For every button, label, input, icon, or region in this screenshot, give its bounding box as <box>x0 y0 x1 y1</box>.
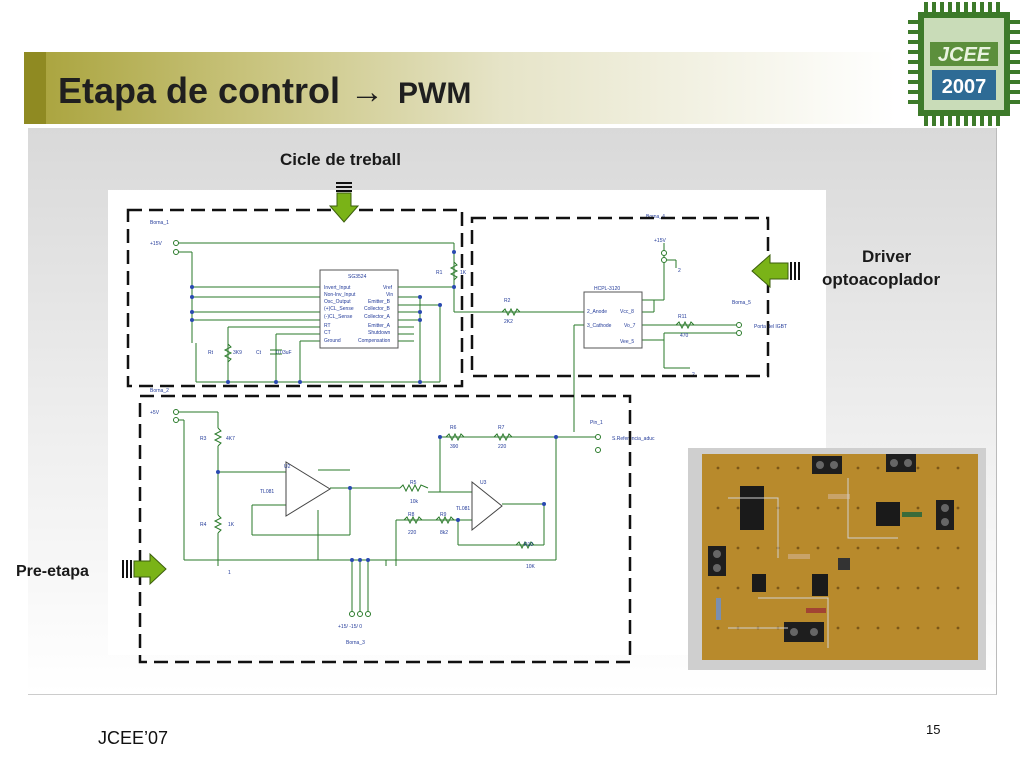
rt-value: 3K9 <box>233 350 242 356</box>
supply-5v-label: +5V <box>150 410 160 416</box>
hcpl-pin-right-0: Vcc_8 <box>620 309 634 315</box>
arrow-right-icon <box>122 552 167 586</box>
sg3524-pin-right-2: Emitter_B <box>368 299 391 305</box>
hcpl-pin-right-2: Vee_5 <box>620 339 634 345</box>
r5-label: R5 <box>410 480 417 486</box>
sg3524-pin-right-4: Collector_A <box>364 314 391 320</box>
pcb-photo <box>688 448 986 670</box>
hcpl-pin-left-0: 2_Anode <box>587 309 607 315</box>
sg3524-pin-right-0: Vref <box>383 285 393 291</box>
r11-value: 470 <box>680 333 689 339</box>
hcpl3120-ic <box>583 291 643 349</box>
hcpl-pin-right-1: Vo_7 <box>624 323 636 329</box>
sg3524-pin-right-6: Shutdown <box>368 330 390 336</box>
sg3524-pin-left-3: (+)CL_Sense <box>324 306 354 312</box>
r2-value: 2K2 <box>504 319 513 325</box>
driver-label-line1: Driver <box>862 247 912 266</box>
sg3524-pin-left-4: (-)CL_Sense <box>324 314 353 320</box>
title-text: Etapa de control <box>58 70 341 111</box>
borna5-label: Borna_5 <box>732 300 751 306</box>
cycle-label: Cicle de treball <box>280 150 401 169</box>
r3-label: R3 <box>200 436 207 442</box>
ct-label: Ct <box>256 350 262 356</box>
r7-label: R7 <box>498 425 505 431</box>
u2-part: TL081 <box>260 489 274 495</box>
r7-value: 220 <box>498 444 507 450</box>
sg3524-pin-left-2: Osc_Output <box>324 299 351 305</box>
borna2-label: Borna_2 <box>150 388 169 394</box>
r8-value: 220 <box>408 530 417 536</box>
dashed-box-sg3524 <box>126 208 464 388</box>
r2-label: R2 <box>504 298 511 304</box>
sg3524-pin-left-6: CT <box>324 330 331 336</box>
title-bar <box>24 52 896 124</box>
ground-2-label: 2 <box>678 268 681 274</box>
r6-value: 390 <box>450 444 459 450</box>
sg3524-pin-left-1: Non-Inv_Input <box>324 292 356 298</box>
r9-label: R9 <box>440 512 447 518</box>
pre-stage-label: Pre-etapa <box>16 563 89 580</box>
driver-label-line2: optoacoplador <box>822 270 941 289</box>
sg3524-pin-right-1: Vin <box>386 292 393 298</box>
ct-value: 0,03uF <box>276 350 292 356</box>
r4-value: 1K <box>228 522 235 528</box>
r5-value: 10k <box>410 499 419 505</box>
r10-value: 10K <box>526 564 536 570</box>
arrow-down-icon <box>328 182 360 223</box>
u3-label: U3 <box>480 480 487 486</box>
sg3524-pin-right-3: Collector_B <box>364 306 391 312</box>
r3-value: 4K7 <box>226 436 235 442</box>
hcpl-pin-left-1: 3_Cathode <box>587 323 612 329</box>
logo-year: 2007 <box>942 76 987 98</box>
r4-label: R4 <box>200 522 207 528</box>
igbt-gate-label: Porta del IGBT <box>754 324 787 330</box>
supply-15v-right-label: +15V <box>654 238 666 244</box>
r10-label: R10 <box>524 542 533 548</box>
r11-label: R11 <box>678 314 687 320</box>
r1-value: 1K <box>460 270 467 276</box>
dashed-box-driver <box>470 216 770 378</box>
borna3-label: Borna_3 <box>346 640 365 646</box>
borna1-label: Borna_1 <box>150 220 169 226</box>
page-number: 15 <box>926 722 941 737</box>
rt-label: Rt <box>208 350 214 356</box>
ref-label: S.Referencia_aduc <box>612 436 655 442</box>
r6-label: R6 <box>450 425 457 431</box>
pin1-label: Pin_1 <box>590 420 603 426</box>
jcee-logo: JCEE 2007 <box>908 2 1020 126</box>
dashed-box-pre-stage <box>138 394 632 664</box>
sg3524-pin-left-7: Ground <box>324 338 341 344</box>
slide-subtitle: PWM <box>398 77 472 110</box>
r9-value: 8k2 <box>440 530 448 536</box>
u2-label: U2 <box>284 464 291 470</box>
supply-15v-label: +15V <box>150 241 162 247</box>
sg3524-pin-right-5: Emitter_A <box>368 323 391 329</box>
sg3524-label: SG3524 <box>348 274 367 280</box>
rails-label: +15/ -15/ 0 <box>338 624 362 630</box>
arrow-left-icon <box>751 253 800 289</box>
footer-text: JCEE’07 <box>98 728 169 748</box>
u3-part: TL081 <box>456 506 470 512</box>
r8-label: R8 <box>408 512 415 518</box>
hcpl3120-label: HCPL-3120 <box>594 286 620 292</box>
sg3524-pin-left-0: Invert_Input <box>324 285 351 291</box>
borna4-label: Borna_4 <box>646 214 665 220</box>
gnd-1-label: 1 <box>228 570 231 576</box>
sg3524-pin-right-7: Compensation <box>358 338 390 344</box>
title-bar-accent <box>24 52 46 124</box>
sg3524-pin-left-5: RT <box>324 323 331 329</box>
logo-text: JCEE <box>938 44 991 66</box>
sg3524-ic <box>319 269 399 349</box>
arrow-right-icon: → <box>350 73 385 111</box>
slide-title: Etapa de control→ PWM <box>58 70 471 112</box>
r1-label: R1 <box>436 270 443 276</box>
